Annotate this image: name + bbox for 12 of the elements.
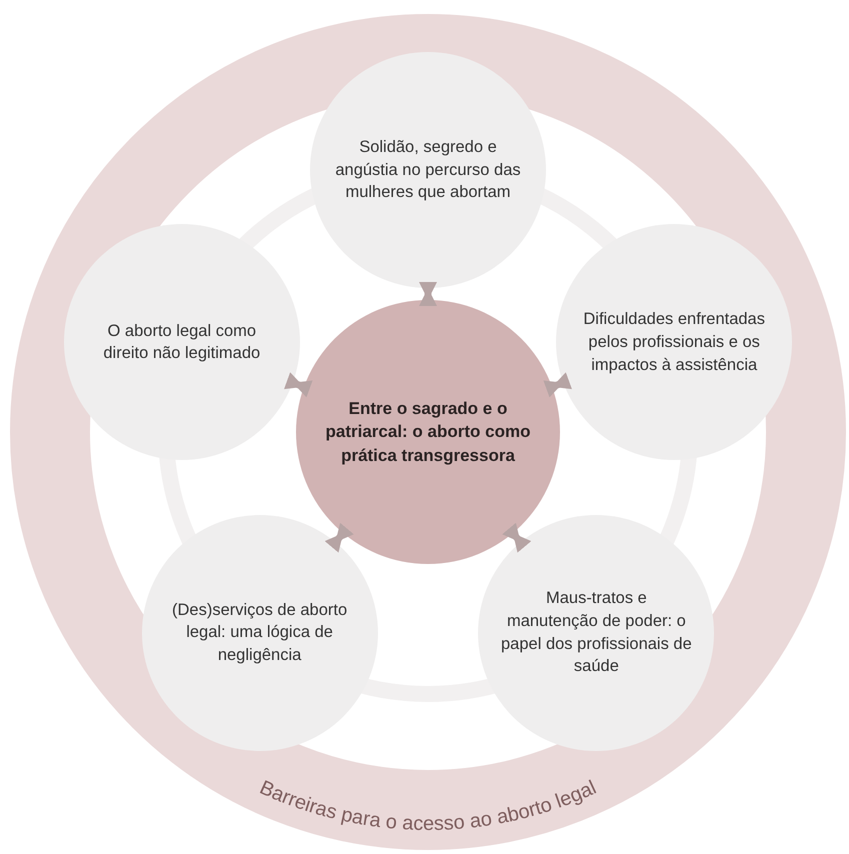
theme-text: (Des)serviços de aborto legal: uma lógica de negligência	[171, 600, 348, 666]
double-arrow	[502, 522, 532, 553]
theme-text: O aborto legal como direito não legitimado	[102, 320, 262, 364]
theme-text: Dificuldades enfrentadas pelos profissionais e os impactos à assistência	[582, 309, 766, 376]
theme-text: Solidão, segredo e angústia no percurso das mulheres que abortam	[334, 136, 522, 204]
double-arrow	[284, 372, 313, 398]
ring-band	[10, 14, 846, 850]
theme-text: Maus-tratos e manutenção de poder: o papel dos profissionais de saúde	[500, 588, 693, 678]
double-arrow	[324, 522, 354, 553]
central-theme-text: Entre o sagrado e o patriarcal: o aborto como prática transgressora	[324, 398, 532, 467]
double-arrow	[543, 372, 572, 398]
double-arrow	[419, 282, 437, 306]
